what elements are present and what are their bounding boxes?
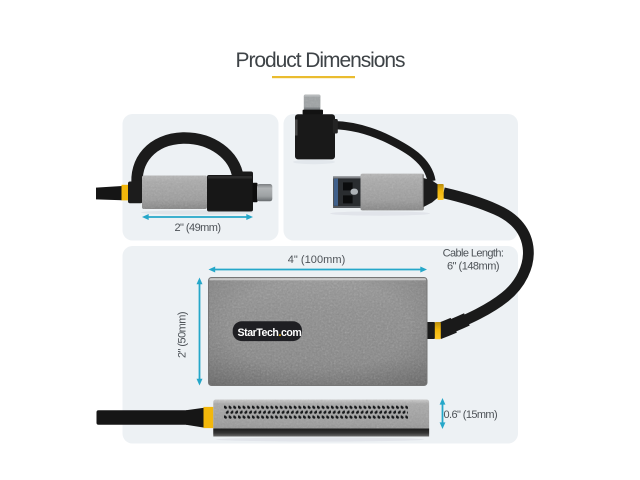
svg-text:2" (50mm): 2" (50mm) bbox=[177, 312, 189, 358]
svg-text:Product Dimensions: Product Dimensions bbox=[235, 49, 405, 72]
svg-text:StarTech.com: StarTech.com bbox=[238, 327, 302, 339]
svg-text:2" (49mm): 2" (49mm) bbox=[174, 222, 220, 234]
svg-text:4" (100mm): 4" (100mm) bbox=[288, 254, 346, 266]
svg-text:Cable Length:: Cable Length: bbox=[443, 248, 504, 260]
svg-text:6" (148mm): 6" (148mm) bbox=[447, 260, 499, 272]
svg-text:0.6" (15mm): 0.6" (15mm) bbox=[444, 409, 498, 421]
